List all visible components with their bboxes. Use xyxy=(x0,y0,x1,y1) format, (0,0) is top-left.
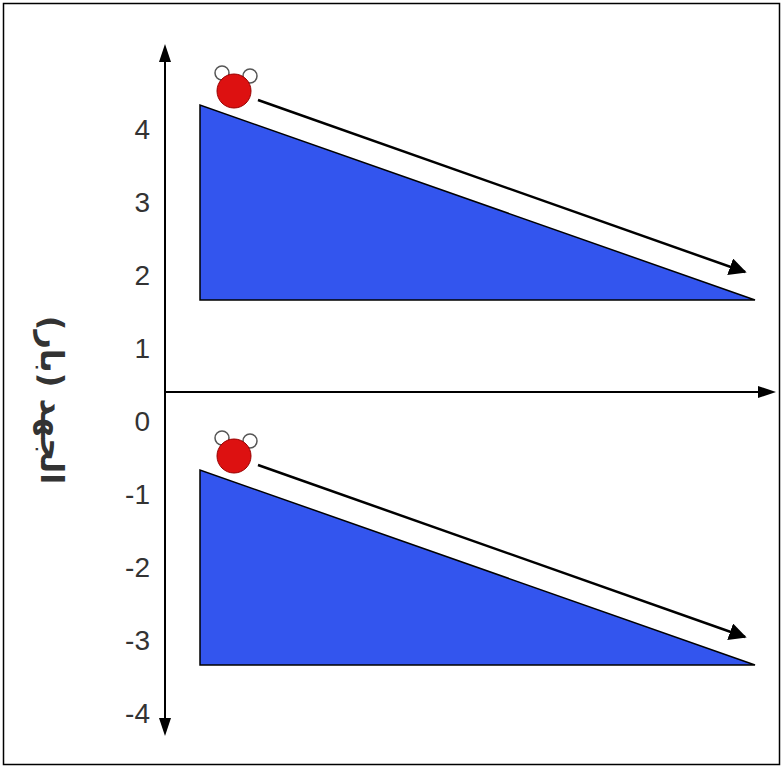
tick-label: 2 xyxy=(134,262,150,290)
frame xyxy=(4,4,780,765)
y-axis xyxy=(164,58,166,722)
water-molecule xyxy=(217,439,251,473)
x-axis xyxy=(165,391,762,393)
ramp xyxy=(200,470,755,665)
tick-label: -1 xyxy=(125,481,150,509)
axis-arrowhead xyxy=(159,718,171,736)
axis-title: الجهد (بار) xyxy=(36,316,68,485)
tick-label: -4 xyxy=(125,700,150,728)
ramp xyxy=(200,105,755,300)
tick-label: 4 xyxy=(134,116,150,144)
axis-arrowhead xyxy=(159,44,171,62)
tick-label: 1 xyxy=(134,335,150,363)
tick-label: -3 xyxy=(125,627,150,655)
tick-label: 0 xyxy=(134,408,150,436)
water-molecule xyxy=(217,74,251,108)
flow-arrow xyxy=(258,465,745,637)
tick-label: -2 xyxy=(125,554,150,582)
flow-arrow xyxy=(258,100,745,272)
tick-label: 3 xyxy=(134,189,150,217)
axis-arrowhead xyxy=(758,386,776,398)
